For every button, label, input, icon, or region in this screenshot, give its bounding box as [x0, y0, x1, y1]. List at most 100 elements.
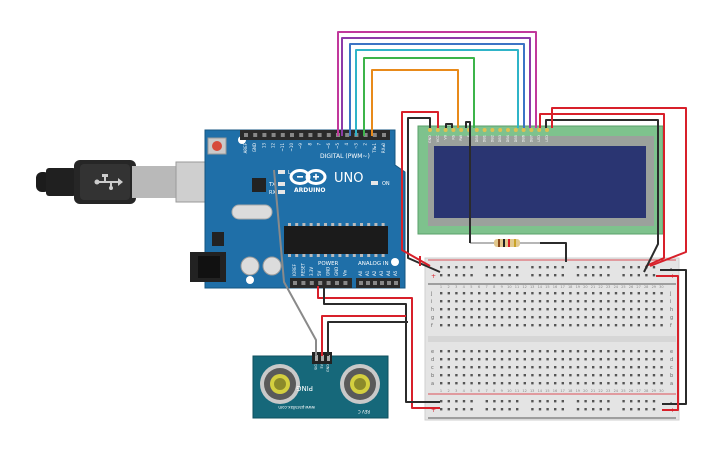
bb-hole[interactable] — [584, 300, 587, 303]
bb-hole[interactable] — [554, 292, 557, 295]
bb-hole[interactable] — [660, 350, 663, 353]
rail-hole[interactable] — [652, 266, 656, 269]
bb-hole[interactable] — [599, 292, 602, 295]
bb-hole[interactable] — [584, 316, 587, 319]
bb-hole[interactable] — [607, 308, 610, 311]
bb-hole[interactable] — [645, 350, 648, 353]
bb-hole[interactable] — [652, 382, 656, 385]
bb-hole[interactable] — [500, 316, 504, 319]
reset-button[interactable] — [212, 141, 222, 151]
bb-hole[interactable] — [576, 350, 580, 353]
rail-hole[interactable] — [447, 274, 450, 277]
wire-rail-gnd[interactable] — [660, 269, 687, 405]
bb-hole[interactable] — [531, 308, 534, 311]
bb-hole[interactable] — [622, 350, 625, 353]
rail-hole[interactable] — [455, 408, 458, 411]
bb-hole[interactable] — [637, 350, 640, 353]
rail-hole[interactable] — [470, 400, 473, 403]
rail-hole[interactable] — [531, 266, 534, 269]
bb-hole[interactable] — [531, 350, 534, 353]
bb-hole[interactable] — [645, 316, 648, 319]
bb-hole[interactable] — [569, 316, 572, 319]
rail-hole[interactable] — [576, 408, 580, 411]
rail-hole[interactable] — [584, 400, 587, 403]
bb-hole[interactable] — [630, 382, 633, 385]
bb-hole[interactable] — [440, 358, 443, 361]
bb-hole[interactable] — [561, 374, 564, 377]
rail-hole[interactable] — [607, 266, 610, 269]
bb-hole[interactable] — [561, 300, 564, 303]
header-hole[interactable] — [290, 133, 294, 137]
bb-hole[interactable] — [493, 300, 496, 303]
bb-hole[interactable] — [462, 382, 466, 385]
rail-hole[interactable] — [516, 408, 519, 411]
bb-hole[interactable] — [493, 308, 496, 311]
bb-hole[interactable] — [546, 350, 549, 353]
bb-hole[interactable] — [447, 350, 450, 353]
header-hole[interactable] — [382, 133, 386, 137]
wire-blue[interactable] — [349, 43, 525, 136]
bb-hole[interactable] — [660, 308, 663, 311]
rail-hole[interactable] — [531, 408, 534, 411]
rail-hole[interactable] — [637, 408, 640, 411]
bb-hole[interactable] — [546, 382, 549, 385]
bb-hole[interactable] — [652, 292, 656, 295]
bb-hole[interactable] — [440, 350, 443, 353]
bb-hole[interactable] — [584, 358, 587, 361]
bb-hole[interactable] — [637, 300, 640, 303]
bb-hole[interactable] — [546, 358, 549, 361]
bb-hole[interactable] — [538, 308, 542, 311]
bb-hole[interactable] — [523, 292, 526, 295]
header-hole[interactable] — [262, 133, 267, 137]
rail-hole[interactable] — [637, 274, 640, 277]
rail-hole[interactable] — [447, 408, 450, 411]
rail-hole[interactable] — [599, 266, 602, 269]
bb-hole[interactable] — [523, 350, 526, 353]
bb-hole[interactable] — [622, 308, 625, 311]
bb-hole[interactable] — [447, 300, 450, 303]
bb-hole[interactable] — [561, 316, 564, 319]
bb-hole[interactable] — [592, 350, 595, 353]
header-hole[interactable] — [380, 281, 384, 285]
bb-hole[interactable] — [630, 292, 633, 295]
bb-hole[interactable] — [592, 300, 595, 303]
bb-hole[interactable] — [607, 316, 610, 319]
bb-hole[interactable] — [607, 382, 610, 385]
bb-hole[interactable] — [493, 382, 496, 385]
rail-hole[interactable] — [554, 400, 557, 403]
bb-hole[interactable] — [637, 374, 640, 377]
lcd-pin[interactable] — [498, 128, 503, 132]
rail-hole[interactable] — [622, 400, 625, 403]
bb-hole[interactable] — [500, 382, 504, 385]
bb-hole[interactable] — [561, 366, 564, 369]
header-hole[interactable] — [366, 281, 370, 285]
bb-hole[interactable] — [652, 358, 656, 361]
rail-hole[interactable] — [584, 408, 587, 411]
bb-hole[interactable] — [478, 358, 481, 361]
bb-hole[interactable] — [576, 316, 580, 319]
rail-hole[interactable] — [561, 408, 564, 411]
bb-hole[interactable] — [538, 358, 542, 361]
header-hole[interactable] — [363, 133, 368, 137]
bb-hole[interactable] — [447, 366, 450, 369]
bb-hole[interactable] — [516, 374, 519, 377]
bb-hole[interactable] — [554, 350, 557, 353]
bb-hole[interactable] — [523, 382, 526, 385]
bb-hole[interactable] — [440, 382, 443, 385]
bb-hole[interactable] — [531, 324, 534, 327]
bb-hole[interactable] — [516, 300, 519, 303]
header-hole[interactable] — [359, 281, 363, 285]
rail-hole[interactable] — [599, 408, 602, 411]
rail-hole[interactable] — [561, 266, 564, 269]
rail-hole[interactable] — [508, 274, 511, 277]
bb-hole[interactable] — [440, 374, 443, 377]
bb-hole[interactable] — [493, 358, 496, 361]
wire-sensor-sig[interactable] — [273, 169, 317, 356]
rail-hole[interactable] — [440, 266, 443, 269]
bb-hole[interactable] — [538, 374, 542, 377]
rail-hole[interactable] — [622, 274, 625, 277]
bb-hole[interactable] — [462, 366, 466, 369]
bb-hole[interactable] — [561, 324, 564, 327]
bb-hole[interactable] — [485, 324, 488, 327]
rail-hole[interactable] — [576, 400, 580, 403]
